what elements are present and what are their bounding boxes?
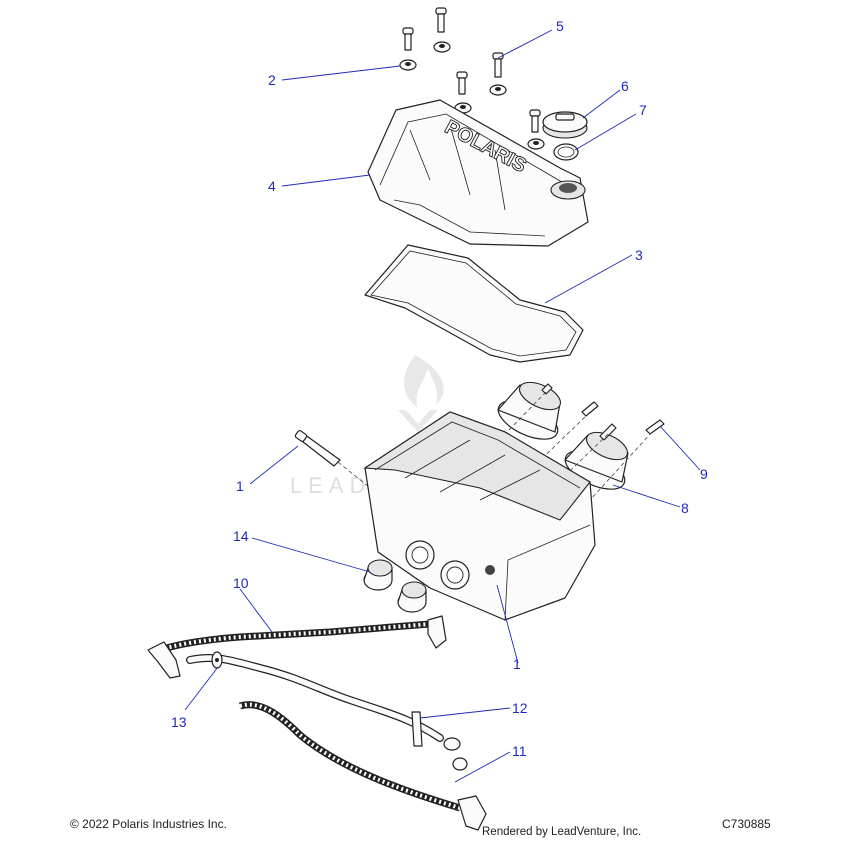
bolt-icon (435, 7, 447, 33)
callout-14: 14 (233, 528, 249, 544)
copyright-text: © 2022 Polaris Industries Inc. (70, 817, 227, 831)
figure-id: C730885 (722, 817, 771, 831)
callout-10: 10 (233, 575, 249, 591)
callout-1-cylinder-head: 1 (513, 656, 521, 672)
callout-11: 11 (512, 743, 527, 759)
grommet-icon (399, 59, 417, 71)
hose-clamp (211, 651, 223, 669)
oring-icon (553, 143, 579, 161)
bolt-icon (402, 27, 414, 51)
leader-lines (184, 29, 701, 783)
sleeve (363, 559, 393, 591)
coolant-tube-upper (186, 654, 461, 751)
oil-filler-cap (542, 111, 588, 139)
callout-2: 2 (268, 72, 276, 88)
bolt-icon (492, 52, 504, 78)
cover-bolts (402, 7, 541, 133)
grommet-icon (527, 138, 545, 150)
callout-3: 3 (635, 247, 643, 263)
callout-6: 6 (621, 78, 629, 94)
callout-13: 13 (171, 714, 187, 730)
bolt-icon (456, 71, 468, 95)
cover-gasket (364, 244, 584, 363)
breather-hose (147, 615, 447, 679)
spark-plug (294, 430, 396, 509)
callout-4: 4 (268, 178, 276, 194)
cylinder-head (363, 411, 596, 621)
callout-5: 5 (556, 18, 564, 34)
callout-12: 12 (512, 700, 528, 716)
callout-labels: 1 1 2 3 4 5 6 7 8 9 10 11 12 13 14 (171, 18, 708, 759)
coolant-hose-lower (238, 701, 487, 831)
grommet-icon (489, 84, 507, 96)
intake-bolts (469, 383, 665, 501)
callout-7: 7 (639, 102, 647, 118)
callout-1-spark-plug: 1 (236, 478, 244, 494)
intake-boot (564, 431, 629, 490)
rendered-by-text: Rendered by LeadVenture, Inc. (482, 826, 642, 838)
grommets (399, 41, 545, 150)
coolant-sleeves (363, 559, 427, 613)
sleeve (397, 581, 427, 613)
callout-8: 8 (681, 500, 689, 516)
callout-9: 9 (700, 466, 708, 482)
grommet-icon (433, 41, 451, 53)
bolt-icon (529, 109, 541, 133)
